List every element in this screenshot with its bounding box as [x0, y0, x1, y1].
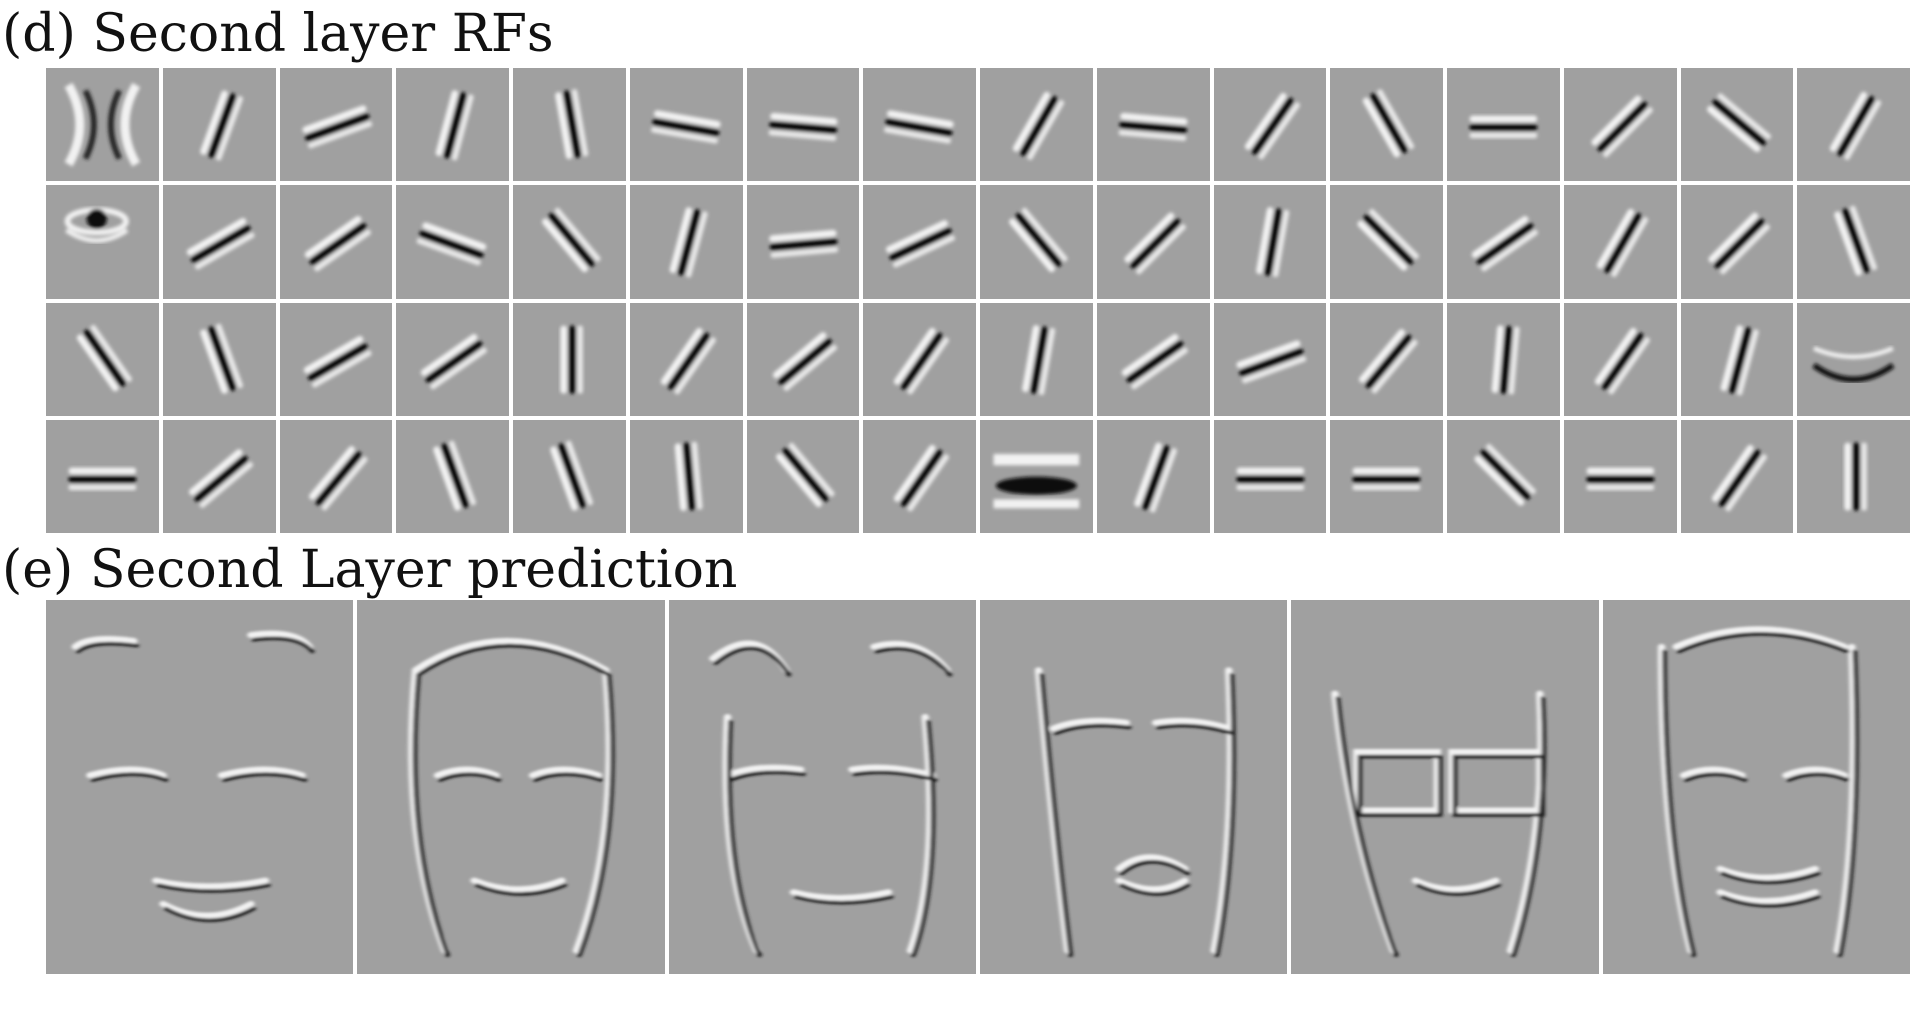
rf-tile	[863, 302, 976, 416]
rf-tile	[162, 302, 276, 416]
rf-tile	[980, 302, 1093, 416]
rf-tile	[1797, 185, 1910, 299]
rf-tile	[1563, 185, 1677, 299]
rf-tile	[396, 302, 509, 416]
rf-tile	[396, 68, 509, 182]
rf-tile	[629, 185, 743, 299]
rf-tile	[629, 419, 743, 533]
rf-tile	[1213, 302, 1327, 416]
rf-tile	[1797, 68, 1910, 182]
rf-tile	[1563, 419, 1677, 533]
rf-tile	[1563, 302, 1677, 416]
rf-tile	[513, 185, 626, 299]
rf-tile	[980, 419, 1093, 533]
rf-tile	[746, 185, 860, 299]
rf-tile	[1563, 68, 1677, 182]
rf-tile	[279, 68, 393, 182]
face-prediction	[1602, 600, 1910, 974]
face-prediction-row	[46, 600, 1910, 974]
rf-tile	[279, 419, 393, 533]
rf-tile	[1797, 419, 1910, 533]
rf-tile	[1096, 68, 1210, 182]
face-prediction	[357, 600, 665, 974]
rf-grid	[46, 68, 1910, 533]
rf-tile	[1096, 302, 1210, 416]
rf-tile	[629, 68, 743, 182]
rf-tile	[1797, 302, 1910, 416]
rf-tile	[1330, 419, 1443, 533]
rf-tile	[980, 68, 1093, 182]
rf-tile	[162, 185, 276, 299]
rf-tile	[1680, 419, 1794, 533]
rf-tile	[1447, 185, 1560, 299]
face-prediction	[46, 600, 354, 974]
rf-tile	[46, 419, 159, 533]
rf-tile	[46, 302, 159, 416]
rf-tile	[513, 68, 626, 182]
rf-tile	[1680, 302, 1794, 416]
face-prediction	[1291, 600, 1599, 974]
rf-tile	[1096, 419, 1210, 533]
rf-tile	[1330, 68, 1443, 182]
rf-tile	[1447, 419, 1560, 533]
rf-tile	[1213, 68, 1327, 182]
rf-tile	[46, 185, 159, 299]
rf-tile	[396, 419, 509, 533]
rf-tile	[863, 185, 976, 299]
face-prediction	[980, 600, 1288, 974]
rf-tile	[1447, 302, 1560, 416]
panel-d-caption: (d) Second layer RFs	[2, 4, 554, 64]
rf-tile	[162, 419, 276, 533]
rf-tile	[746, 68, 860, 182]
rf-tile	[863, 419, 976, 533]
rf-tile	[279, 185, 393, 299]
rf-tile	[396, 185, 509, 299]
rf-tile	[1680, 68, 1794, 182]
rf-tile	[629, 302, 743, 416]
rf-tile	[162, 68, 276, 182]
rf-tile	[46, 68, 159, 182]
rf-tile	[1447, 68, 1560, 182]
rf-tile	[1330, 302, 1443, 416]
rf-tile	[513, 419, 626, 533]
rf-tile	[279, 302, 393, 416]
rf-tile	[1213, 185, 1327, 299]
face-prediction	[668, 600, 976, 974]
rf-tile	[863, 68, 976, 182]
rf-tile	[1330, 185, 1443, 299]
rf-tile	[980, 185, 1093, 299]
panel-e-caption: (e) Second Layer prediction	[2, 540, 738, 600]
rf-tile	[1213, 419, 1327, 533]
rf-tile	[513, 302, 626, 416]
rf-tile	[746, 302, 860, 416]
rf-tile	[1680, 185, 1794, 299]
rf-tile	[746, 419, 860, 533]
rf-tile	[1096, 185, 1210, 299]
